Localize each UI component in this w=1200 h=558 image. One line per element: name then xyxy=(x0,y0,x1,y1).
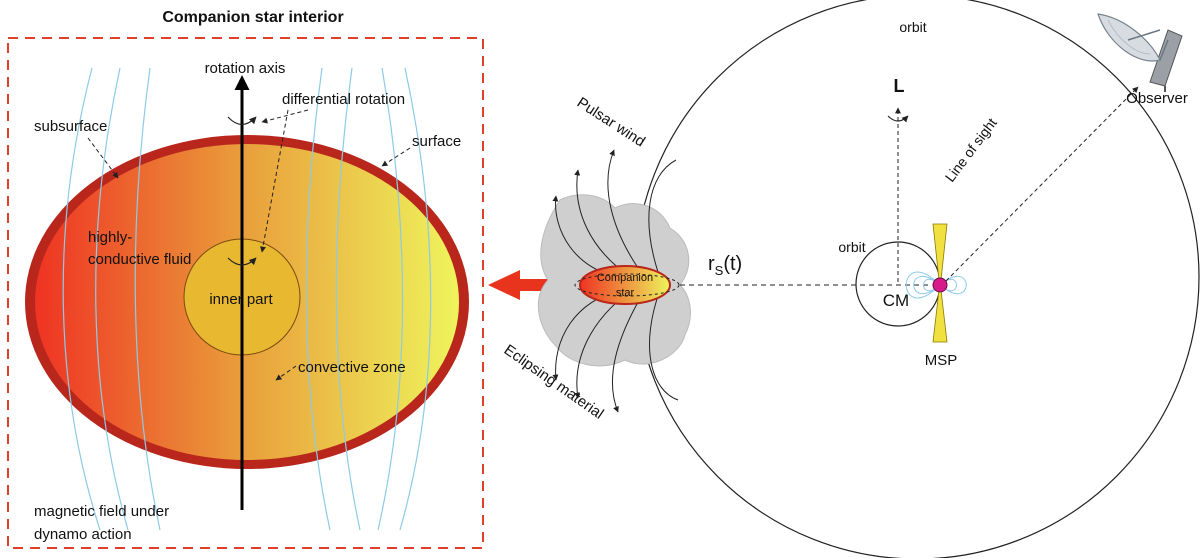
companion-label-line1: Companion xyxy=(597,272,653,284)
subsurface-pointer xyxy=(87,137,119,179)
angular-momentum-label: L xyxy=(894,76,905,96)
diffrot-pointer-2 xyxy=(260,109,289,253)
inner-part-label: inner part xyxy=(209,291,273,308)
msp-beam-top xyxy=(932,223,948,281)
magnetic-field-lines xyxy=(62,67,432,531)
inner-rotation-curl-icon xyxy=(227,257,257,266)
line-of-sight-label: Line of sight xyxy=(942,115,1000,185)
separation-label-tail: (t) xyxy=(723,253,742,275)
field-line xyxy=(399,67,432,531)
surface-pointer xyxy=(381,147,411,167)
field-line xyxy=(377,67,404,531)
field-label-line2: dynamo action xyxy=(34,526,132,543)
inner-orbit-label: orbit xyxy=(838,239,865,255)
inner-orbit xyxy=(855,241,941,327)
surface-label: surface xyxy=(412,133,461,150)
panel-title: Companion star interior xyxy=(162,9,343,26)
outer-orbit-label: orbit xyxy=(899,19,926,35)
convective-zone-label: convective zone xyxy=(298,359,406,376)
fluid-label-line2: conductive fluid xyxy=(88,251,191,268)
field-line xyxy=(305,67,331,531)
subsurface-label: subsurface xyxy=(34,118,107,135)
field-line xyxy=(335,67,361,531)
differential-rotation-label: differential rotation xyxy=(282,91,405,108)
orbit-curl-icon xyxy=(887,115,909,123)
separation-label-sub: S xyxy=(715,263,724,278)
separation-label: rS(t) xyxy=(708,253,742,278)
rotation-axis-label: rotation axis xyxy=(205,60,286,77)
pulsar-wind-label: Pulsar wind xyxy=(574,94,648,150)
observer-label: Observer xyxy=(1126,90,1188,107)
rotation-curl-icon xyxy=(227,116,257,126)
field-line xyxy=(62,67,101,531)
zoom-arrow-icon xyxy=(488,270,575,300)
separation-label-main: r xyxy=(708,253,715,275)
companion-label-line2: star xyxy=(616,287,635,299)
cm-label: CM xyxy=(883,291,909,310)
msp-label: MSP xyxy=(925,352,958,369)
field-label-line1: magnetic field under xyxy=(34,503,169,520)
radio-telescope-icon xyxy=(1097,13,1183,92)
msp-pulsar xyxy=(932,277,948,293)
field-line xyxy=(95,67,129,531)
diffrot-pointer-1 xyxy=(261,109,309,124)
msp-beam-bottom xyxy=(932,289,948,343)
field-line xyxy=(134,67,161,531)
companion-orbit-dash xyxy=(574,273,680,297)
line-of-sight xyxy=(945,86,1139,282)
outer-orbit xyxy=(634,0,1200,558)
fluid-label-line1: highly- xyxy=(88,229,132,246)
